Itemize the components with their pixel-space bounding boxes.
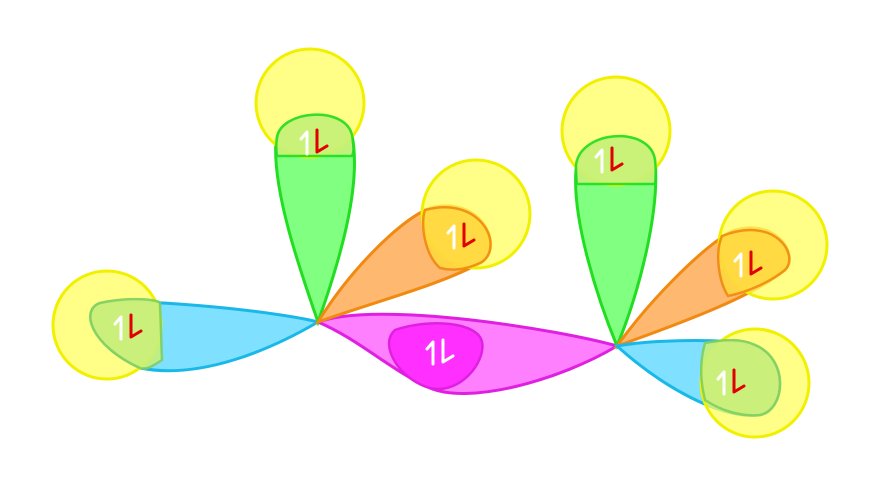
electron-down-arrow xyxy=(315,128,329,154)
electron-down-arrow xyxy=(462,222,476,248)
electron-up-arrow xyxy=(594,148,604,174)
electron-pair-upper-right-left-carbon xyxy=(446,222,476,250)
electron-up-arrow xyxy=(733,252,743,278)
overlap-top-right xyxy=(574,135,657,186)
electron-down-arrow xyxy=(441,338,455,364)
overlap-upper-right-left-carbon xyxy=(421,206,492,271)
electron-pair-right-lower xyxy=(716,368,746,396)
electron-pair-cc-bond xyxy=(425,338,455,366)
electron-pair-right-upper xyxy=(733,250,763,278)
cc-sigma-electron-region xyxy=(387,322,484,391)
electron-pair-left xyxy=(113,313,143,341)
electron-down-arrow xyxy=(732,368,746,394)
electron-up-arrow xyxy=(299,130,309,156)
electron-down-arrow xyxy=(129,313,143,339)
electron-up-arrow xyxy=(425,340,435,366)
electron-up-arrow xyxy=(113,315,123,341)
electron-pair-top-left xyxy=(299,128,329,156)
electron-pair-top-right xyxy=(594,146,624,174)
electron-down-arrow xyxy=(610,146,624,172)
overlap-right-lower xyxy=(700,338,782,417)
electron-up-arrow xyxy=(446,224,456,250)
overlap-left xyxy=(89,297,164,370)
overlap-top-left xyxy=(275,113,355,158)
overlap-right-upper xyxy=(716,228,791,298)
electron-down-arrow xyxy=(749,250,763,276)
electron-up-arrow xyxy=(716,370,726,396)
